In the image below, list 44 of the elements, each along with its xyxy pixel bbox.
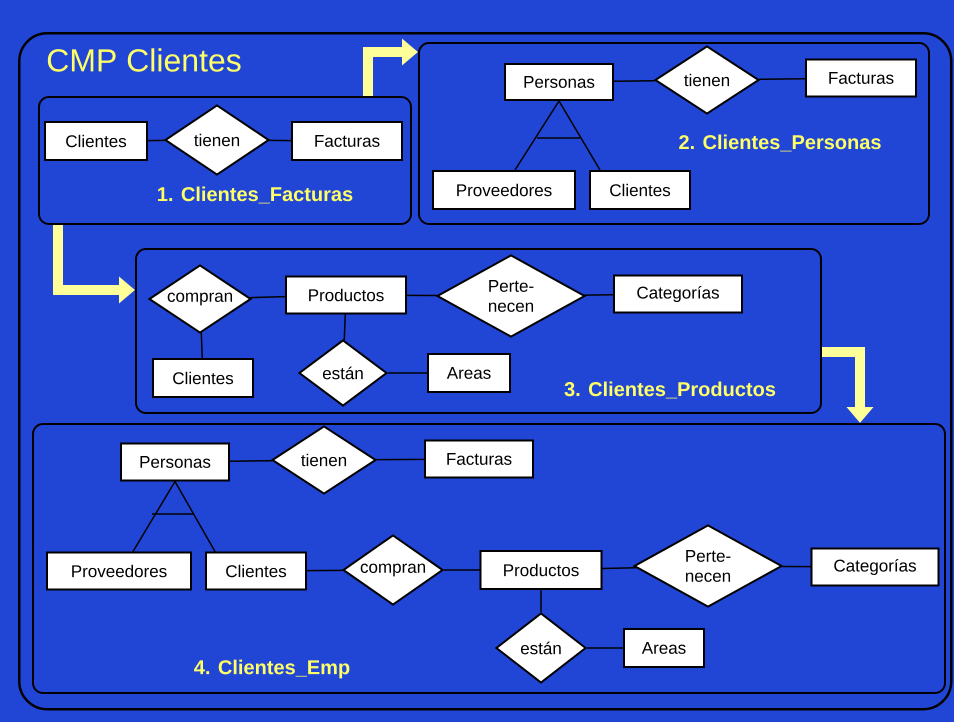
connector-line	[540, 590, 542, 612]
panel-title: 4. Clientes_Emp	[194, 660, 350, 678]
connector-line	[269, 140, 292, 142]
connector-line	[558, 100, 601, 170]
slide-title: CMP Clientes	[48, 48, 241, 72]
entity-box: Categorías	[810, 548, 940, 586]
entity-box: Categorías	[613, 274, 743, 314]
connector-line	[602, 566, 636, 570]
connector-line	[148, 140, 165, 142]
entity-box: Facturas	[291, 121, 403, 161]
entity-box: Personas	[120, 442, 230, 482]
connector-line	[584, 294, 614, 296]
panel-title: 1. Clientes_Facturas	[158, 186, 352, 204]
entity-box: Areas	[427, 353, 511, 393]
entity-box: Clientes	[589, 170, 691, 210]
connector-line	[230, 460, 272, 462]
connector-line	[376, 458, 424, 460]
connector-line	[614, 80, 656, 82]
entity-box: Proveedores	[46, 552, 192, 590]
connector-line	[758, 78, 806, 80]
entity-box: Facturas	[805, 58, 917, 98]
connector-line	[132, 481, 176, 552]
entity-box: Clientes	[152, 358, 254, 398]
entity-box: Areas	[623, 628, 705, 668]
panel-title: 3. Clientes_Productos	[564, 382, 776, 398]
entity-box: Proveedores	[432, 170, 576, 210]
connector-line	[407, 294, 437, 296]
entity-box: Facturas	[424, 440, 534, 478]
entity-box: Productos	[480, 550, 602, 590]
connector-line	[587, 647, 623, 649]
connector-line	[782, 566, 810, 568]
connector-line	[388, 372, 427, 374]
entity-box: Clientes	[205, 552, 307, 590]
connector-line	[200, 333, 203, 358]
connector-line	[174, 481, 216, 552]
connector-line	[307, 570, 343, 572]
entity-box: Personas	[504, 63, 614, 101]
connector-line	[344, 314, 346, 340]
panel-title: 2. Clientes_Personas	[679, 134, 881, 152]
connector-line	[250, 296, 286, 298]
entity-box: Productos	[285, 276, 407, 314]
connector-line	[444, 569, 480, 571]
connector-line	[514, 100, 560, 170]
entity-box: Clientes	[44, 121, 148, 161]
